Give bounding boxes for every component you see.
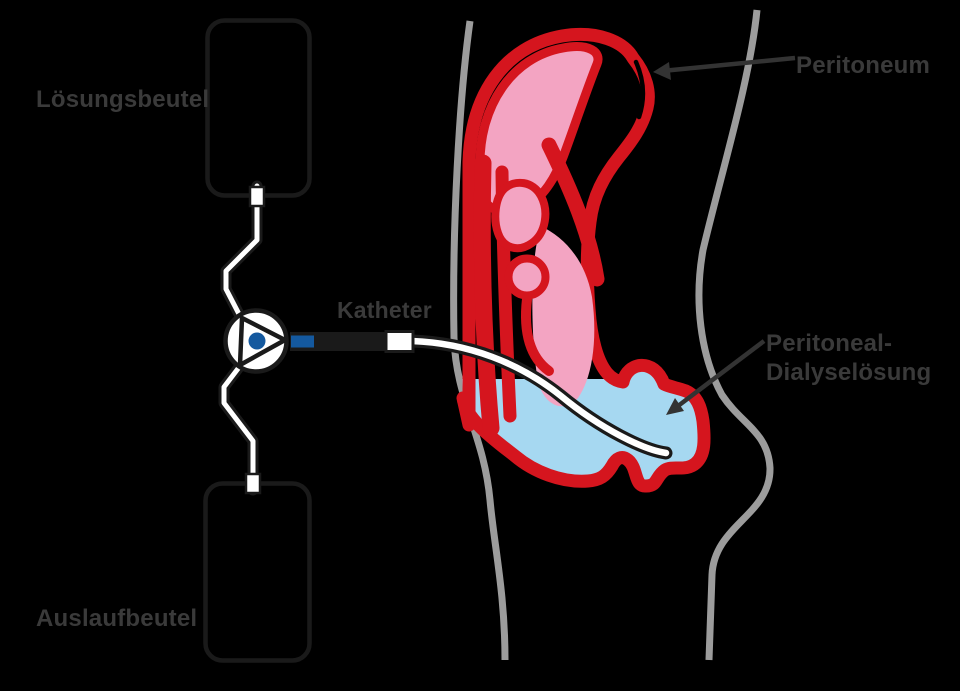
label-dialysis-solution-line1: Peritoneal- (766, 330, 893, 357)
organ-lens (491, 178, 550, 253)
peritoneum-membrane-slit (633, 59, 646, 120)
muscle-band (521, 294, 554, 376)
arrow-dialysis-solution (666, 339, 766, 415)
muscle-band (541, 137, 605, 287)
body-outline-right (695, 9, 774, 661)
arrow-dialysis-head (666, 398, 684, 415)
catheter-tube (408, 337, 670, 457)
transfer-tube-top (223, 183, 260, 319)
bag-connector-bottom (244, 472, 262, 495)
peritoneum-membrane-slit (612, 52, 626, 120)
body-outline-left (450, 20, 509, 661)
label-peritoneum: Peritoneum (796, 52, 931, 79)
label-dialysis-solution-line2: Dialyselösung (766, 359, 932, 386)
arrow-dialysis-shaft (676, 339, 766, 408)
peritoneum-wall (456, 27, 711, 493)
arrow-peritoneum (653, 55, 796, 80)
bag-connector-top (248, 185, 266, 208)
drain-bag (203, 481, 312, 663)
label-dialysis-solution: Peritoneal- Dialyselösung (766, 329, 931, 387)
label-drain-bag: Auslaufbeutel (36, 605, 198, 632)
muscle-band (473, 154, 500, 437)
catheter-connector (384, 330, 415, 353)
catheter-line-segment (290, 332, 387, 351)
solution-bag (205, 18, 312, 198)
label-catheter: Katheter (337, 297, 432, 323)
arrow-peritoneum-shaft (661, 55, 796, 74)
clamp-blue-segment (291, 335, 314, 348)
transfer-tube-bottom (221, 363, 256, 493)
label-solution-bag: Lösungsbeutel (36, 86, 210, 113)
organ-round (504, 254, 550, 300)
arrow-peritoneum-head (653, 62, 671, 80)
valve-indicator-dot (248, 332, 266, 350)
